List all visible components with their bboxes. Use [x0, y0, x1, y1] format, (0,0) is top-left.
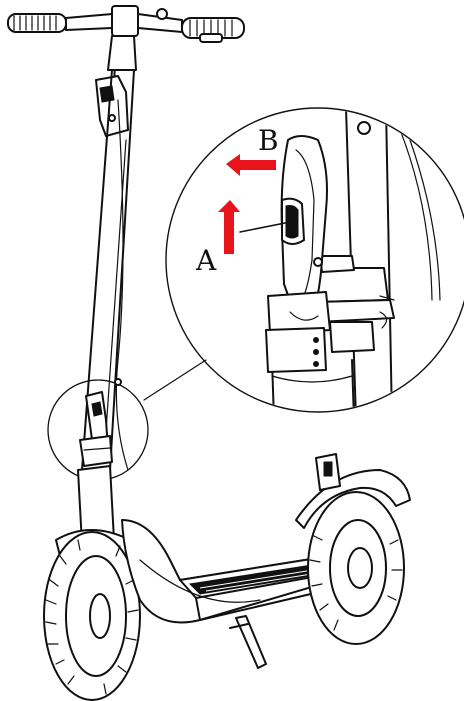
handlebar: [7, 5, 245, 101]
leader-line: [143, 359, 207, 401]
rear-wheel: [307, 491, 405, 645]
label-b: B: [258, 124, 279, 157]
arrow-left-icon: [226, 154, 276, 176]
detail-circle-large: B A: [165, 107, 464, 413]
arrow-up-icon: [218, 200, 240, 254]
front-wheel: [43, 531, 141, 701]
detail-circle-small: [47, 378, 149, 481]
label-a: A: [195, 244, 217, 277]
stem-head: [95, 35, 137, 137]
rear-fender: [295, 453, 411, 529]
kickstand: [229, 615, 267, 669]
